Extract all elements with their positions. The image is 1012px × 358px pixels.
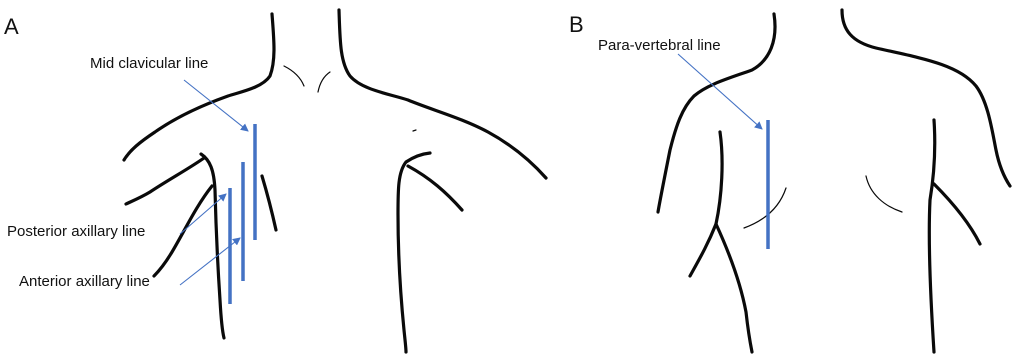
anterior-axillary-label: Anterior axillary line bbox=[19, 273, 150, 290]
right-neck-shoulder bbox=[842, 10, 1010, 186]
posterior-axillary-label: Posterior axillary line bbox=[7, 223, 145, 240]
left-chest-curve bbox=[262, 176, 276, 230]
right-torso-inner bbox=[934, 184, 980, 244]
right-arm bbox=[398, 153, 430, 352]
mid-clavicular-pointer bbox=[184, 80, 248, 131]
neck-right-outline bbox=[339, 10, 546, 178]
right-shoulder-tick bbox=[413, 130, 416, 131]
panel-b: B Para-vertebral line bbox=[569, 10, 1010, 352]
right-torso-outline bbox=[929, 120, 935, 352]
left-scapula-curve bbox=[744, 188, 786, 228]
para-vertebral-pointer bbox=[678, 54, 762, 129]
panel-a-letter: A bbox=[4, 14, 19, 39]
left-torso-lower bbox=[716, 224, 752, 352]
para-vertebral-label: Para-vertebral line bbox=[598, 37, 721, 54]
left-torso-outline bbox=[690, 132, 722, 276]
left-torso-side bbox=[201, 154, 224, 338]
right-scapula-curve bbox=[866, 176, 902, 212]
panel-a: A Mid clavicular line Posterior axillary bbox=[4, 10, 546, 352]
left-arm-upper bbox=[126, 158, 204, 204]
left-clavicle-stroke bbox=[284, 66, 304, 86]
panel-b-letter: B bbox=[569, 12, 584, 37]
neck-left-outline bbox=[124, 14, 274, 160]
right-arm-inner bbox=[408, 166, 462, 210]
mid-clavicular-label: Mid clavicular line bbox=[90, 55, 208, 72]
right-clavicle-stroke bbox=[318, 72, 330, 92]
